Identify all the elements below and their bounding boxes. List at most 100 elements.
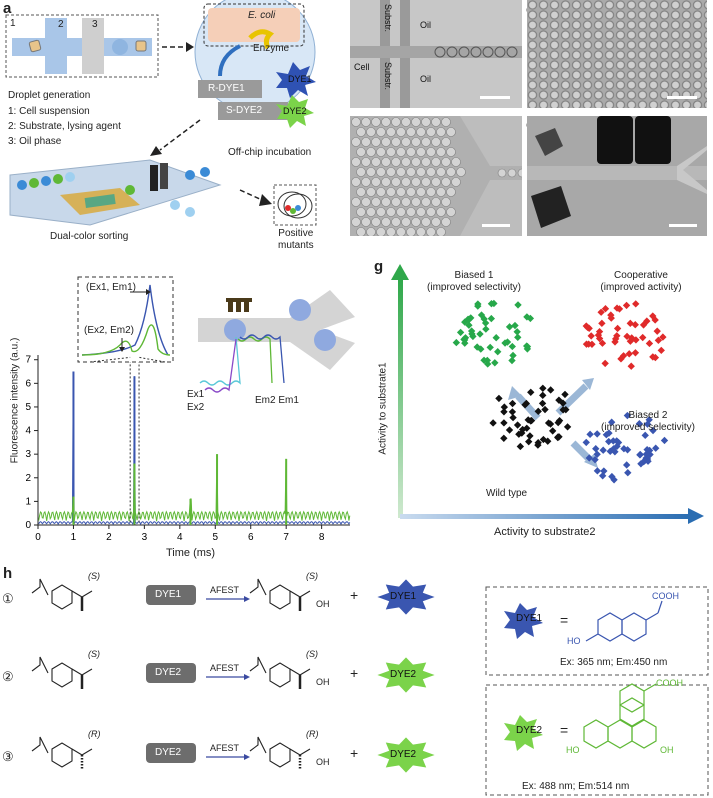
dye2-box-burst-icon [504, 715, 543, 751]
point-biased-1 [456, 328, 465, 337]
legend-item-2: 2: Substrate, lysing agent [8, 121, 121, 132]
point-biased-1 [514, 301, 522, 309]
point-biased-2 [622, 461, 631, 469]
point-biased-2 [582, 438, 590, 447]
sorting-junction [198, 290, 355, 370]
inset-green-curve [81, 324, 171, 356]
legend-item-1: 1: Cell suspension [8, 106, 90, 117]
scale-bar [667, 96, 697, 99]
x-tick-label: 7 [283, 532, 289, 543]
em-wave [237, 336, 273, 384]
r-dye1-label: R-DYE1 [208, 83, 245, 94]
point-biased-1 [494, 348, 502, 356]
point-cooperative [639, 333, 647, 342]
micrograph-d [350, 116, 522, 236]
point-cooperative [625, 350, 633, 358]
point-wild-type [513, 421, 522, 429]
micrograph-b: Substr. Oil Cell Substr. Oil [350, 0, 522, 108]
reaction-1-number: ① [2, 591, 14, 606]
scale-bar [669, 224, 697, 227]
x-tick-label: 8 [319, 532, 325, 543]
reaction-3-oh: OH [316, 757, 330, 767]
point-cooperative [632, 300, 640, 308]
reaction-3-dye-label: DYE2 [155, 747, 182, 758]
point-biased-1 [484, 360, 492, 368]
reaction-2-enzyme: AFEST [210, 663, 240, 673]
f-xlabel: Time (ms) [166, 547, 216, 559]
point-cooperative [627, 362, 635, 370]
panel-h-reactions [31, 578, 709, 796]
point-biased-2 [652, 444, 660, 452]
legend-item-3: 3: Oil phase [8, 136, 62, 147]
inset-label-ex1em1: (Ex1, Em1) [86, 282, 137, 293]
y-tick-label: 0 [25, 520, 31, 531]
dye1-box-burst-icon [504, 603, 543, 639]
dye1-equals: = [560, 612, 569, 628]
substr-top-label: Substr. [383, 4, 393, 33]
reaction-1-output-dye: DYE1 [390, 591, 417, 602]
dye2-burst-icon [276, 95, 314, 128]
ex1-label: Ex1 [187, 389, 205, 400]
point-wild-type [508, 399, 517, 408]
reaction-3-output-dye: DYE2 [390, 749, 417, 760]
point-wild-type [518, 429, 526, 437]
reaction-3-product-stereo: (R) [306, 729, 319, 739]
point-biased-1 [513, 328, 521, 336]
point-biased-1 [508, 342, 516, 351]
biased2-sub: (improved selectivity) [601, 422, 695, 433]
inlet-3-label: 3 [92, 19, 98, 30]
point-biased-1 [465, 321, 473, 329]
positive-mutants-caption-1: Positive [278, 228, 314, 239]
electrode [228, 300, 233, 312]
panel-g: Activity to substrate1 Activity to subst… [368, 258, 711, 563]
point-wild-type [546, 386, 555, 394]
scale-bar [482, 224, 510, 227]
point-cooperative [631, 349, 640, 357]
point-biased-1 [514, 333, 522, 342]
oil-bottom-label: Oil [420, 74, 431, 84]
point-cooperative [649, 312, 657, 320]
dye1-structure-box [485, 586, 709, 676]
x-tick-label: 0 [35, 532, 41, 543]
reaction-3-number: ③ [2, 749, 14, 764]
y-tick-label: 1 [25, 496, 31, 507]
point-biased-2 [660, 436, 669, 445]
x-tick-label: 5 [212, 532, 218, 543]
biased1-sub: (improved selectivity) [427, 282, 521, 293]
x-tick-label: 6 [248, 532, 254, 543]
s-dye2-label: S-DYE2 [226, 105, 263, 116]
cooperative-label: Cooperative [614, 270, 668, 281]
x-tick-label: 2 [106, 532, 112, 543]
y-tick-label: 2 [25, 473, 31, 484]
point-biased-2 [593, 450, 601, 458]
reaction-2-plus: + [350, 665, 359, 681]
series-(Ex1, Em1) [38, 371, 351, 526]
substr-bottom-label: Substr. [383, 62, 393, 91]
point-cooperative [622, 301, 631, 310]
inlet-1-label: 1 [10, 18, 16, 29]
point-biased-2 [609, 445, 618, 453]
dye2-box-label: DYE2 [516, 725, 543, 736]
point-wild-type [563, 423, 572, 431]
y-tick-label: 3 [25, 449, 31, 460]
point-biased-1 [482, 325, 490, 333]
x-tick-label: 1 [71, 532, 77, 543]
point-biased-2 [593, 467, 602, 475]
point-wild-type [554, 433, 562, 441]
point-wild-type [549, 427, 557, 435]
reaction-3-stereo: (R) [88, 729, 101, 739]
droplet [224, 319, 246, 341]
reaction-2-product-stereo: (S) [306, 649, 318, 659]
point-biased-1 [511, 321, 519, 330]
droplet-generation-title: Droplet generation [8, 90, 91, 101]
y-tick-label: 7 [25, 355, 31, 366]
point-biased-1 [487, 314, 496, 323]
point-wild-type [500, 434, 508, 442]
point-cooperative [651, 353, 660, 362]
reaction-1-enzyme: AFEST [210, 585, 240, 595]
dye2-equals: = [560, 722, 569, 738]
point-cooperative [598, 319, 606, 328]
ecoli-label: E. coli [248, 10, 276, 21]
fluorescein-structure [583, 683, 657, 749]
dye2-label: DYE2 [283, 106, 307, 116]
